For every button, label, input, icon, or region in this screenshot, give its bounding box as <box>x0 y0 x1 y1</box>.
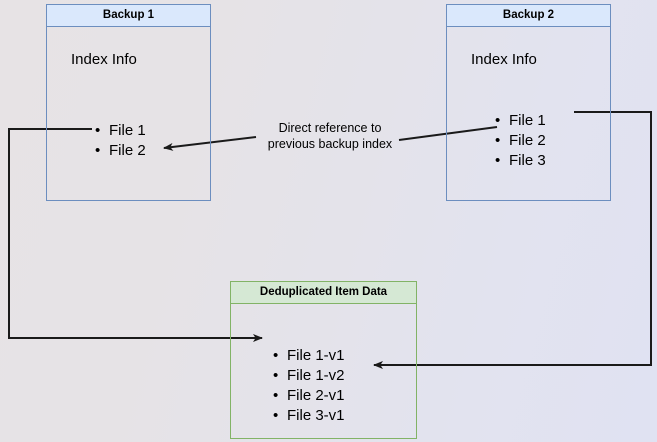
list-item: File 1 <box>95 121 146 141</box>
list-item: File 2 <box>495 131 546 151</box>
deduplicated-item-data-body: File 1-v1 File 1-v2 File 2-v1 File 3-v1 <box>231 304 416 438</box>
list-item: File 1-v2 <box>273 366 345 386</box>
backup-2-header: Backup 2 <box>447 5 610 27</box>
backup-1-header: Backup 1 <box>47 5 210 27</box>
deduplicated-item-data-box[interactable]: Deduplicated Item Data File 1-v1 File 1-… <box>230 281 417 439</box>
direct-reference-caption: Direct reference to previous backup inde… <box>267 121 393 151</box>
list-item: File 1-v1 <box>273 346 345 366</box>
list-item: File 1 <box>495 111 546 131</box>
backup-1-body: Index Info File 1 File 2 <box>47 27 210 200</box>
backup-2-section-title: Index Info <box>471 51 537 68</box>
list-item: File 3-v1 <box>273 406 345 426</box>
deduplicated-item-data-header: Deduplicated Item Data <box>231 282 416 304</box>
backup-1-section-title: Index Info <box>71 51 137 68</box>
list-item: File 2-v1 <box>273 386 345 406</box>
list-item: File 3 <box>495 151 546 171</box>
deduplicated-file-list: File 1-v1 File 1-v2 File 2-v1 File 3-v1 <box>273 346 345 426</box>
backup-2-box[interactable]: Backup 2 Index Info File 1 File 2 File 3 <box>446 4 611 201</box>
backup-1-file-list: File 1 File 2 <box>95 121 146 161</box>
backup-2-file-list: File 1 File 2 File 3 <box>495 111 546 171</box>
list-item: File 2 <box>95 141 146 161</box>
backup-2-body: Index Info File 1 File 2 File 3 <box>447 27 610 200</box>
backup-1-box[interactable]: Backup 1 Index Info File 1 File 2 <box>46 4 211 201</box>
